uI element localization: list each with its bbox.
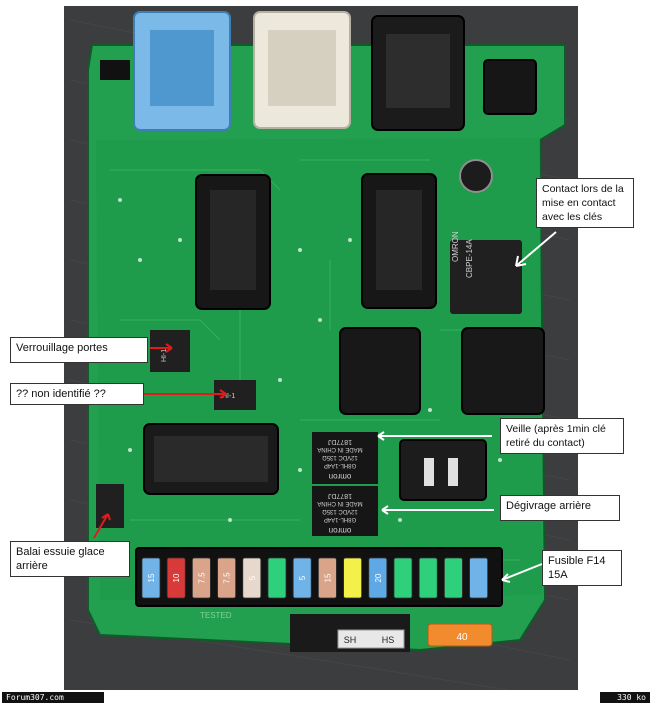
footer-site: Forum307.com — [2, 692, 104, 703]
orange-fuse-label: 40 — [456, 632, 468, 643]
fuse-row: 15 10 7.5 7.5 5 5 15 20 — [141, 557, 489, 599]
fuse-2-label: 10 — [172, 573, 181, 582]
fuse-5-label: 5 — [248, 575, 257, 580]
small-connector — [483, 59, 537, 115]
fuse-10 — [368, 557, 388, 599]
orange-fuse — [427, 623, 493, 647]
fuse-11 — [393, 557, 413, 599]
fuse-6 — [267, 557, 287, 599]
fuse-13 — [443, 557, 463, 599]
arrow-degivrage-head — [381, 505, 389, 515]
arrow-balai — [93, 513, 109, 539]
black-connector-mid-cavity — [376, 190, 422, 290]
lower-fuse-right-label: HS — [382, 635, 395, 645]
arrow-verrouillage-head — [165, 343, 173, 353]
fuse-3 — [191, 557, 211, 599]
black-connector-top-cavity — [386, 34, 450, 108]
omron-relay-brand: OMRON — [451, 231, 460, 262]
connector-pin-b — [448, 458, 458, 486]
label-contact: Contact lors de la mise en contact avec … — [536, 178, 634, 228]
black-connector-left-cavity — [210, 190, 256, 290]
fuse-8-label: 15 — [323, 573, 332, 582]
arrow-balai-head — [101, 513, 111, 521]
fuse-4-label: 7.5 — [223, 572, 232, 584]
relay-verrouillage-mark: HI-1 — [161, 349, 168, 362]
black-connector-right-b — [461, 327, 545, 415]
lower-fuse — [337, 629, 405, 649]
fuse-10-label: 20 — [374, 573, 383, 582]
label-balai: Balai essuie glace arrière — [10, 541, 130, 577]
svg-text:omron: omron — [329, 472, 352, 481]
label-non-identifie: ?? non identifié ?? — [10, 383, 144, 405]
arrow-contact — [515, 231, 557, 267]
footer-size: 330 ko — [600, 692, 650, 703]
arrow-non-identifie-head — [219, 389, 227, 399]
fuse-2 — [166, 557, 186, 599]
relay-balai — [96, 484, 124, 528]
svg-text:1877DJ: 1877DJ — [328, 438, 352, 445]
connector-pin-a — [424, 458, 434, 486]
smd-chip — [100, 60, 130, 80]
relay-non-identifie-mark: HI-1 — [222, 393, 235, 400]
fuse-9 — [343, 557, 363, 599]
omron-relay-model: CBPE-14A — [465, 239, 474, 278]
blue-connector-cavity — [150, 30, 214, 106]
label-fusible: Fusible F14 15A — [542, 550, 622, 586]
fuse-14 — [469, 557, 489, 599]
svg-text:omron: omron — [329, 526, 352, 535]
fuse-1 — [141, 557, 161, 599]
svg-text:12VDC 135Ω: 12VDC 135Ω — [322, 508, 358, 514]
fuse-7-label: 5 — [298, 575, 307, 580]
relay-degivrage: 1877DJ MADE IN CHINA 12VDC 135Ω G8HL-1A4… — [312, 486, 378, 536]
label-veille: Veille (après 1min clé retiré du contact… — [500, 418, 624, 454]
svg-text:MADE IN CHINA: MADE IN CHINA — [317, 500, 362, 506]
white-connector-cavity — [268, 30, 336, 106]
footer-bar — [0, 690, 650, 704]
arrow-contact-head — [515, 255, 527, 267]
svg-text:1877DJ: 1877DJ — [328, 492, 352, 499]
fuse-4 — [217, 557, 237, 599]
arrow-fusible — [501, 563, 543, 581]
board-tested-mark: TESTED — [200, 611, 232, 620]
svg-text:G8HL-1A4P: G8HL-1A4P — [324, 516, 356, 522]
fuse-7 — [292, 557, 312, 599]
relay-verrouillage — [150, 330, 190, 372]
annotation-arrows — [93, 231, 557, 583]
fuse-3-label: 7.5 — [197, 572, 206, 584]
relay-veille: 1877DJ MADE IN CHINA 12VDC 135Ω G8HL-1A4… — [312, 432, 378, 484]
lower-fuse-left-label: SH — [344, 635, 357, 645]
capacitor — [459, 159, 493, 193]
fuse-5 — [242, 557, 262, 599]
fuse-1-label: 15 — [147, 573, 156, 582]
fuse-8 — [317, 557, 337, 599]
black-connector-large-cavity — [154, 436, 268, 482]
black-connector-right-a — [339, 327, 421, 415]
label-verrouillage: Verrouillage portes — [10, 337, 148, 363]
omron-relay-body — [450, 240, 522, 314]
black-connector-center — [399, 439, 487, 501]
svg-text:12VDC 135Ω: 12VDC 135Ω — [322, 454, 358, 460]
fuse-12 — [418, 557, 438, 599]
arrow-fusible-head — [501, 573, 511, 583]
svg-text:MADE IN CHINA: MADE IN CHINA — [317, 446, 362, 452]
label-degivrage: Dégivrage arrière — [500, 495, 620, 521]
svg-text:G8HL-1A4P: G8HL-1A4P — [324, 462, 356, 468]
arrow-veille-head — [377, 431, 385, 441]
